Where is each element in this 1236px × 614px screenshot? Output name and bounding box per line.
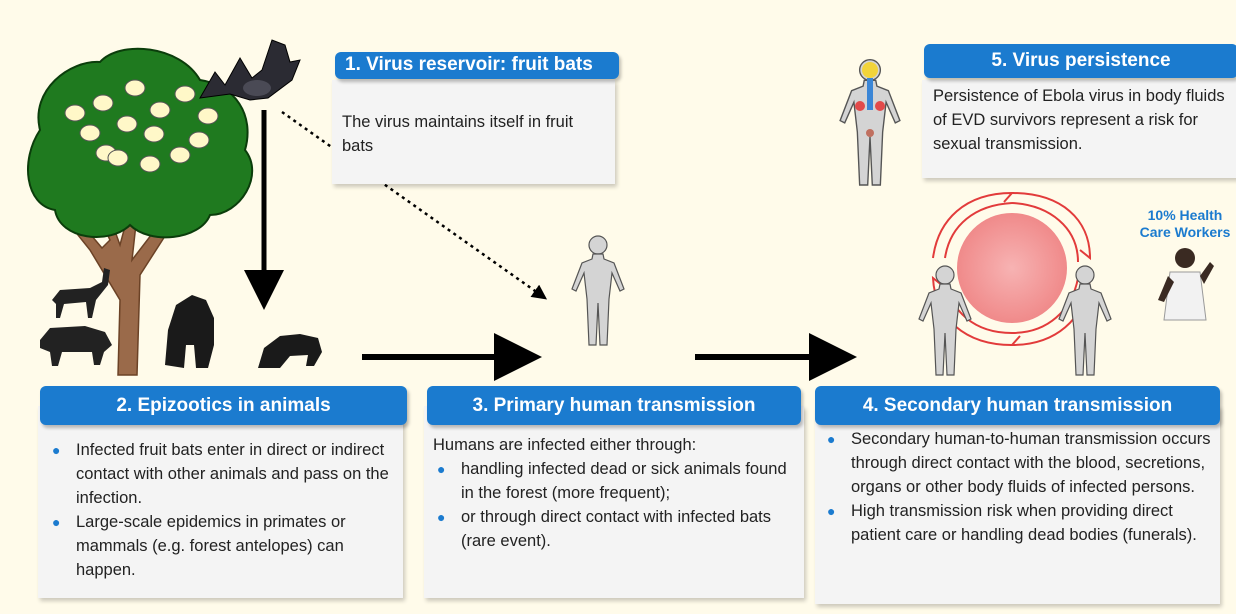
- bullet-icon: ●: [52, 438, 60, 462]
- epizootics-bullet: ●Infected fruit bats enter in direct or …: [48, 438, 393, 510]
- human-figure-icon: [572, 236, 624, 345]
- epizootics-title: 2. Epizootics in animals: [40, 386, 407, 425]
- primary-transmission-bullet: ●handling infected dead or sick animals …: [433, 457, 795, 505]
- chimpanzee-icon: [258, 334, 322, 368]
- secondary-transmission-list: ●Secondary human-to-human transmission o…: [823, 427, 1215, 547]
- fruit-bat-icon: [200, 40, 300, 100]
- bullet-icon: ●: [52, 510, 60, 534]
- primary-transmission-intro: Humans are infected either through:: [433, 433, 795, 457]
- secondary-transmission-bullet: ● High transmission risk when providing …: [823, 499, 1215, 547]
- bullet-icon: ●: [827, 499, 835, 523]
- human-figure-icon: [1059, 266, 1111, 375]
- antelope-icon: [52, 268, 110, 318]
- health-care-workers-line2: Care Workers: [1134, 224, 1236, 241]
- health-care-workers-line1: 10% Health: [1134, 207, 1236, 224]
- epizootics-bullet: ●Large-scale epidemics in primates or ma…: [48, 510, 393, 582]
- virus-reservoir-title: 1. Virus reservoir: fruit bats: [335, 52, 619, 79]
- epizootics-list: ●Infected fruit bats enter in direct or …: [48, 438, 393, 582]
- secondary-transmission-bullet: ●Secondary human-to-human transmission o…: [823, 427, 1215, 499]
- tree-icon: [28, 49, 252, 375]
- virus-persistence-text: Persistence of Ebola virus in body fluid…: [933, 84, 1233, 156]
- human-figure-icon: [840, 60, 900, 185]
- bullet-icon: ●: [437, 505, 445, 529]
- virus-persistence-title: 5. Virus persistence: [924, 44, 1236, 78]
- virus-reservoir-text: The virus maintains itself in fruit bats: [342, 110, 602, 158]
- warthog-icon: [40, 326, 112, 366]
- gorilla-icon: [165, 295, 214, 368]
- health-care-workers-label: 10% Health Care Workers: [1134, 207, 1236, 241]
- health-care-worker-icon: [1158, 248, 1214, 320]
- primary-transmission-bullet: ● or through direct contact with infecte…: [433, 505, 795, 553]
- bullet-icon: ●: [437, 457, 445, 481]
- bullet-icon: ●: [827, 427, 835, 451]
- primary-transmission-body: Humans are infected either through: ●han…: [433, 433, 795, 553]
- primary-transmission-title: 3. Primary human transmission: [427, 386, 801, 425]
- secondary-transmission-title: 4. Secondary human transmission: [815, 386, 1220, 425]
